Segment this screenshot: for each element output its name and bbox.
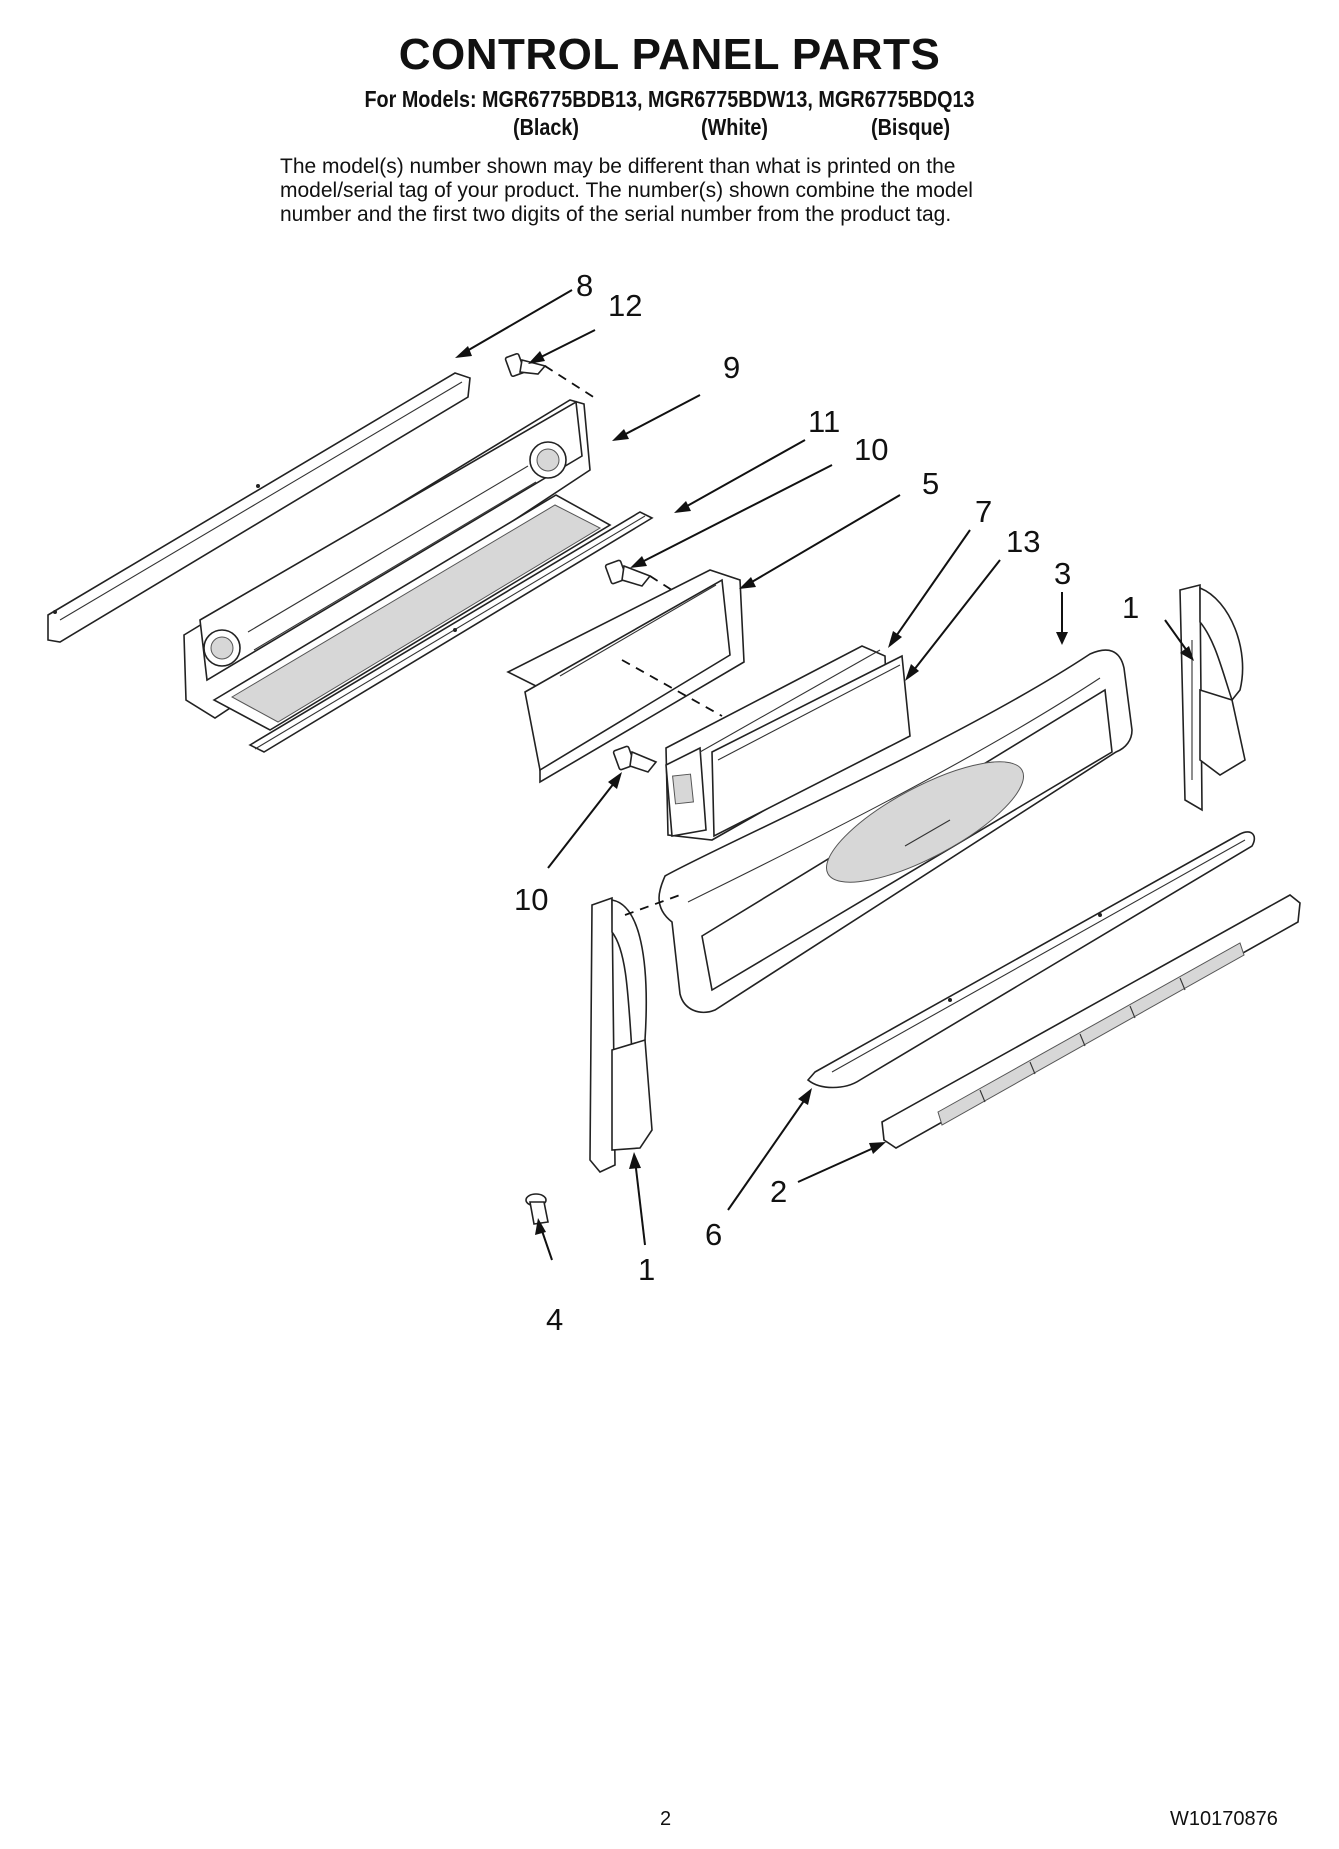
part-13-overlay [711, 654, 911, 838]
part-12-screw [504, 352, 596, 399]
callout-4: 4 [546, 1302, 563, 1337]
note-line: The model(s) number shown may be differe… [280, 155, 956, 178]
callout-1-left: 1 [638, 1252, 655, 1287]
callout-11: 11 [808, 404, 840, 439]
callout-1-right: 1 [1122, 590, 1139, 625]
callout-8: 8 [576, 268, 593, 303]
color-black: (Black) [513, 114, 579, 140]
color-bisque: (Bisque) [871, 114, 951, 140]
part-9-backguard [183, 399, 612, 731]
part-5-display-bracket [506, 569, 745, 784]
callout-7: 7 [975, 494, 992, 529]
callout-10-upper: 10 [854, 432, 888, 467]
page-title: CONTROL PANEL PARTS [398, 30, 941, 79]
callout-3: 3 [1054, 556, 1071, 591]
part-8-rear-trim-strip [47, 372, 471, 643]
part-6-trim [806, 831, 1256, 1089]
callout-6: 6 [705, 1217, 722, 1252]
part-3-control-panel [658, 649, 1133, 1014]
callout-13: 13 [1006, 524, 1040, 559]
part-11-bracket-strip [248, 511, 654, 753]
part-10-screw-lower [612, 745, 658, 773]
note-line: model/serial tag of your product. The nu… [280, 179, 973, 202]
part-2-vent-grille [881, 894, 1301, 1149]
part-1-end-cap-right [1179, 583, 1246, 812]
callout-2: 2 [770, 1174, 787, 1209]
models-line: For Models: MGR6775BDB13, MGR6775BDW13, … [364, 86, 975, 112]
page-number: 2 [660, 1808, 672, 1830]
callout-labels: 8 12 9 11 10 5 7 13 3 1 10 1 4 6 2 [514, 268, 1139, 1337]
callout-5: 5 [922, 466, 939, 501]
leader-lines [455, 289, 1194, 1261]
callout-12: 12 [608, 288, 642, 323]
part-4-screw [525, 1193, 549, 1225]
callout-10-lower: 10 [514, 882, 548, 917]
document-number: W10170876 [1170, 1808, 1278, 1830]
color-white: (White) [701, 114, 769, 140]
model-number-note: The model(s) number shown may be differe… [280, 155, 1080, 227]
callout-9: 9 [723, 350, 740, 385]
part-1-end-cap-left [589, 894, 681, 1173]
note-line: number and the first two digits of the s… [280, 203, 952, 226]
